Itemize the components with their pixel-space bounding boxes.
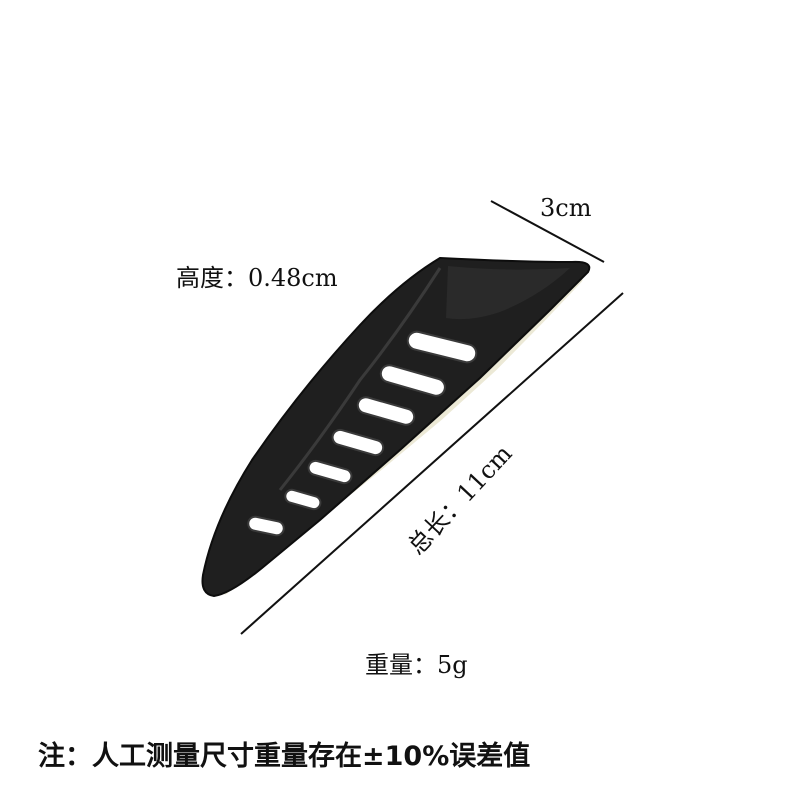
width-label: 3cm — [540, 194, 592, 222]
slot — [406, 330, 478, 364]
slot — [284, 488, 322, 511]
slot — [331, 428, 385, 457]
slot — [356, 396, 416, 426]
measurement-note: 注：人工测量尺寸重量存在±10%误差值 — [38, 741, 531, 772]
length-dimension-line — [240, 292, 624, 635]
slot — [307, 459, 353, 485]
sheath-slots — [247, 330, 478, 537]
weight-label: 重量：5g — [365, 651, 468, 679]
slot — [379, 364, 446, 397]
sheath-opening — [446, 266, 570, 320]
height-label: 高度：0.48cm — [176, 264, 338, 292]
knife-sheath — [201, 256, 591, 598]
sheath-groove — [278, 267, 442, 491]
width-dimension-line — [490, 200, 605, 263]
slot — [247, 515, 285, 537]
